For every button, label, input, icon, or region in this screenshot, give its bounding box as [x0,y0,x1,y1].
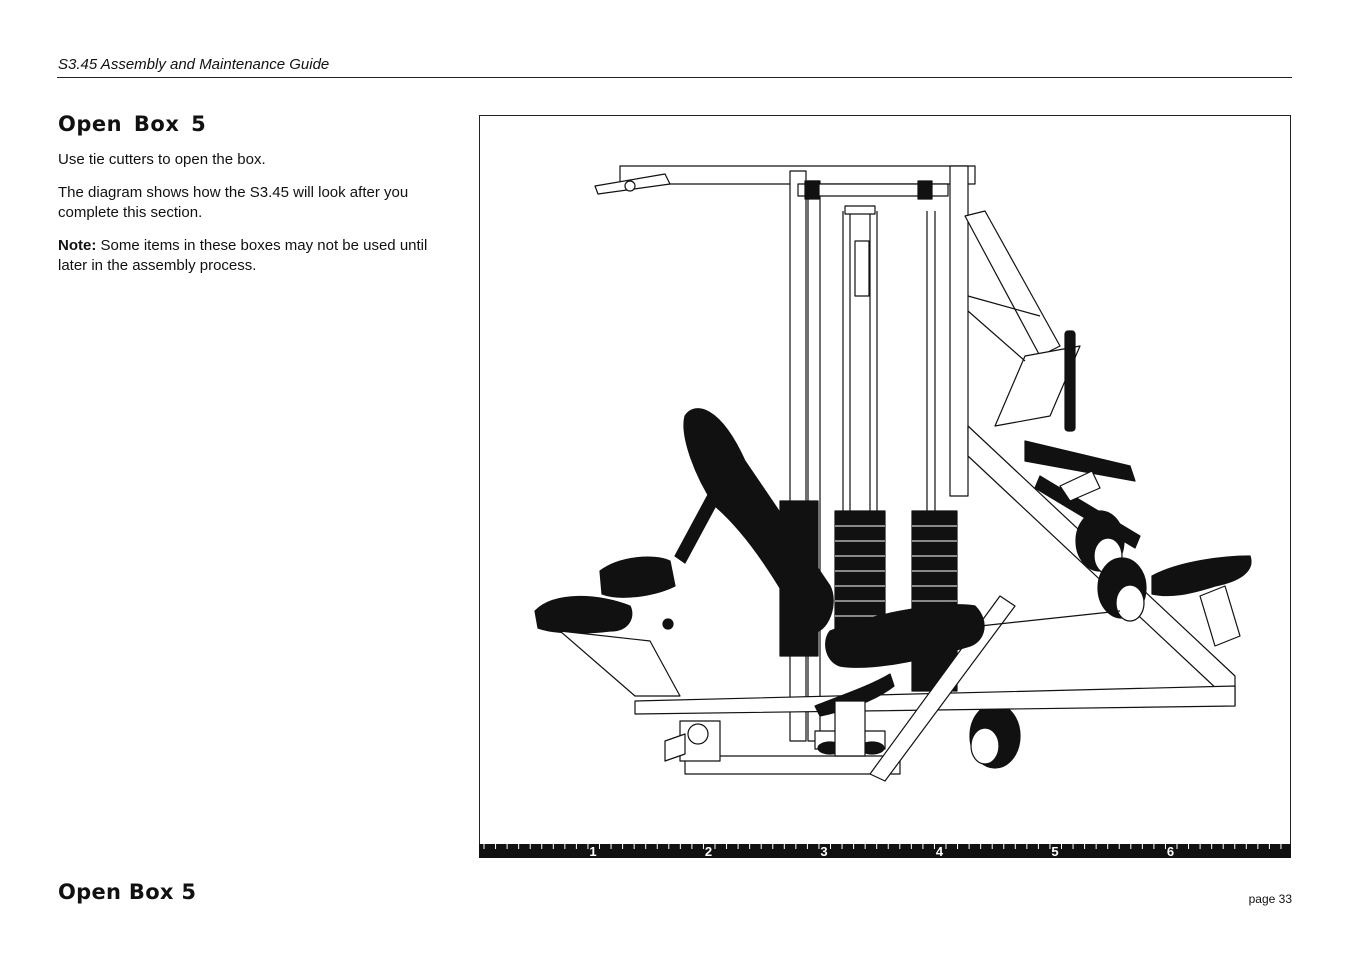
ruler-label: 5 [1051,844,1058,858]
ruler-label: 4 [936,844,944,858]
note-paragraph: Note: Some items in these boxes may not … [58,236,438,276]
instruction-paragraph-2: The diagram shows how the S3.45 will loo… [58,184,409,221]
page-number: page 33 [1248,892,1292,906]
inch-ruler: 1 2 3 4 5 6 [479,844,1291,858]
ruler-label: 3 [820,844,827,858]
section-heading: Open Box 5 [58,112,207,136]
footer-heading: Open Box 5 [58,880,197,904]
note-label: Note: [58,237,97,254]
ruler-label: 2 [705,844,712,858]
document-title: S3.45 Assembly and Maintenance Guide [58,56,330,73]
note-text: Some items in these boxes may not be use… [58,237,428,274]
home-gym-diagram-icon [534,165,1252,782]
instructions: Use tie cutters to open the box. The dia… [58,150,438,289]
header-divider [57,77,1292,78]
assembly-diagram-frame [479,115,1291,858]
ruler-label: 1 [589,844,596,858]
ruler-label: 6 [1167,844,1174,858]
instruction-paragraph-1: Use tie cutters to open the box. [58,151,266,168]
